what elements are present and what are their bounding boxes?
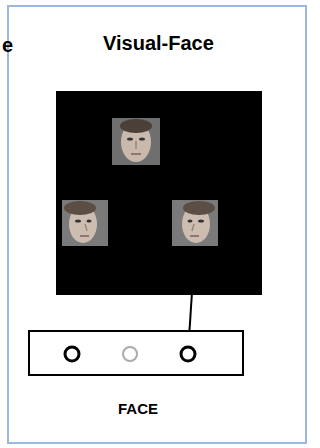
panel-letter: e: [2, 34, 13, 57]
response-box: FACE: [28, 330, 244, 420]
frame: [8, 6, 306, 443]
stimulus-screen: [56, 91, 262, 295]
response-label: FACE: [118, 400, 158, 417]
face-right: [172, 200, 218, 246]
button-panel: [28, 330, 244, 376]
title: Visual-Face: [103, 32, 214, 55]
face-top: [112, 118, 160, 165]
face-left: [62, 200, 108, 246]
